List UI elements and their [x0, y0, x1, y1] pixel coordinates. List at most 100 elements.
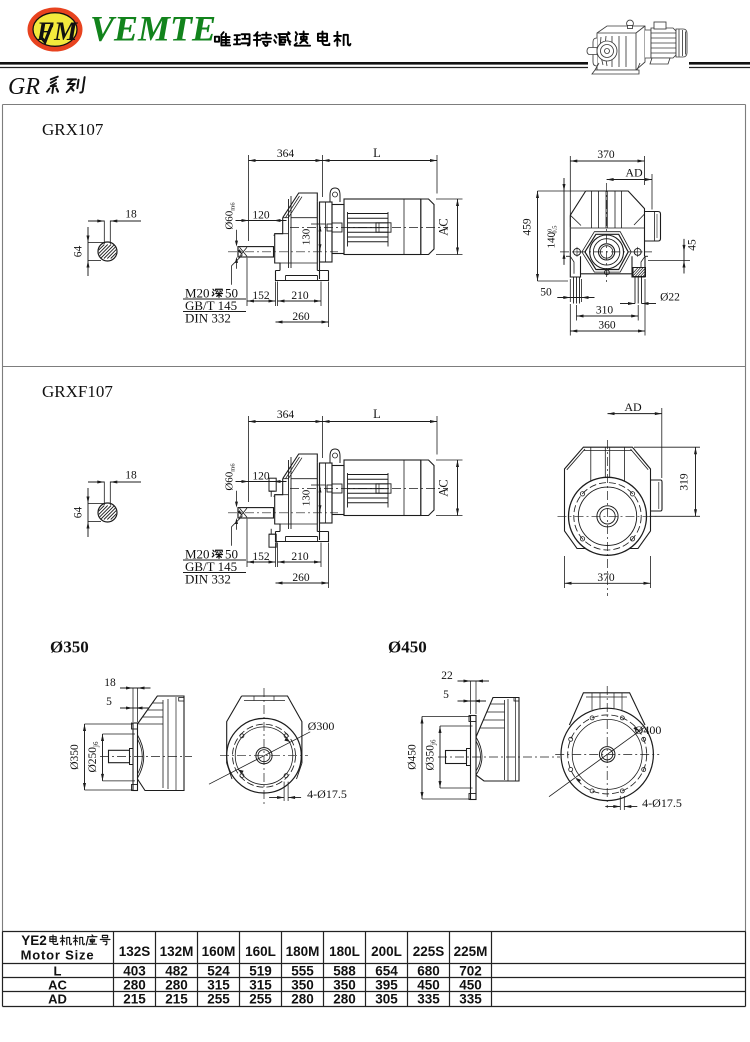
svg-text:280: 280 [333, 992, 356, 1007]
svg-text:L: L [373, 407, 381, 421]
svg-text:AD: AD [625, 166, 643, 180]
svg-text:4-Ø17.5: 4-Ø17.5 [307, 787, 347, 801]
svg-text:315: 315 [249, 978, 272, 993]
svg-text:180M: 180M [286, 944, 320, 959]
svg-text:GRX107: GRX107 [42, 120, 104, 139]
svg-text:18: 18 [125, 470, 137, 482]
svg-text:395: 395 [375, 978, 398, 993]
svg-text:305: 305 [375, 992, 398, 1007]
svg-text:260: 260 [292, 311, 310, 323]
svg-text:Ø350: Ø350 [50, 638, 89, 657]
svg-text:310: 310 [596, 305, 614, 317]
svg-text:364: 364 [277, 409, 295, 421]
svg-text:4-Ø17.5: 4-Ø17.5 [642, 796, 682, 810]
svg-text:18: 18 [125, 209, 137, 221]
svg-text:L: L [54, 964, 62, 979]
svg-text:Ø300: Ø300 [308, 719, 335, 733]
svg-text:DIN 332: DIN 332 [185, 572, 231, 587]
svg-text:5: 5 [106, 696, 112, 708]
svg-text:Ø350j6: Ø350j6 [425, 739, 438, 771]
svg-text:280: 280 [123, 978, 146, 993]
svg-text:450: 450 [417, 978, 440, 993]
svg-text:Ø450: Ø450 [388, 638, 427, 657]
svg-text:5: 5 [443, 689, 449, 701]
svg-text:255: 255 [249, 992, 272, 1007]
svg-text:200L: 200L [371, 944, 402, 959]
svg-text:364: 364 [277, 148, 295, 160]
svg-text:215: 215 [123, 992, 146, 1007]
svg-text:AD: AD [624, 400, 642, 414]
svg-text:L: L [373, 146, 381, 160]
svg-text:VEMTE: VEMTE [90, 9, 216, 49]
svg-text:370: 370 [597, 149, 615, 161]
svg-text:GR: GR [8, 74, 40, 100]
svg-text:160L: 160L [245, 944, 276, 959]
svg-text:120: 120 [252, 471, 270, 483]
svg-text:AC: AC [48, 978, 67, 993]
svg-text:225M: 225M [454, 944, 488, 959]
svg-text:225S: 225S [413, 944, 445, 959]
svg-text:315: 315 [207, 978, 230, 993]
svg-text:350: 350 [291, 978, 314, 993]
svg-text:64: 64 [73, 507, 85, 519]
svg-text:FM: FM [36, 17, 78, 46]
svg-text:50: 50 [225, 286, 238, 301]
svg-text:335: 335 [459, 992, 482, 1007]
svg-text:AC: AC [437, 479, 451, 496]
svg-text:680: 680 [417, 964, 440, 979]
svg-text:Ø22: Ø22 [660, 292, 680, 304]
svg-text:210: 210 [291, 290, 309, 302]
svg-text:482: 482 [165, 964, 188, 979]
svg-text:350: 350 [333, 978, 356, 993]
svg-text:319: 319 [679, 473, 691, 491]
svg-text:Ø250j6: Ø250j6 [87, 741, 100, 773]
svg-text:M20: M20 [185, 286, 210, 301]
svg-text:120: 120 [252, 210, 270, 222]
svg-text:280: 280 [291, 992, 314, 1007]
svg-text:1400-0.5: 1400-0.5 [546, 225, 559, 248]
svg-text:459: 459 [522, 218, 534, 236]
svg-text:GB/T 145: GB/T 145 [185, 298, 237, 313]
svg-text:M20: M20 [185, 547, 210, 562]
svg-text:50: 50 [225, 547, 238, 562]
svg-text:335: 335 [417, 992, 440, 1007]
svg-text:64: 64 [73, 246, 85, 258]
svg-text:152: 152 [252, 290, 270, 302]
svg-text:180L: 180L [329, 944, 360, 959]
svg-text:132S: 132S [119, 944, 151, 959]
svg-text:403: 403 [123, 964, 146, 979]
svg-text:280: 280 [165, 978, 188, 993]
svg-text:519: 519 [249, 964, 272, 979]
svg-text:22: 22 [441, 670, 453, 682]
svg-text:132M: 132M [160, 944, 194, 959]
svg-text:Ø350: Ø350 [69, 744, 81, 770]
svg-text:Ø450: Ø450 [407, 744, 419, 770]
svg-text:654: 654 [375, 964, 398, 979]
svg-text:50: 50 [540, 287, 552, 299]
svg-text:130: 130 [301, 228, 313, 245]
svg-text:450: 450 [459, 978, 482, 993]
svg-text:588: 588 [333, 964, 356, 979]
svg-text:370: 370 [597, 572, 615, 584]
svg-text:130: 130 [301, 489, 313, 506]
svg-text:702: 702 [459, 964, 482, 979]
svg-text:555: 555 [291, 964, 314, 979]
svg-text:AD: AD [48, 992, 67, 1007]
svg-text:GB/T 145: GB/T 145 [185, 559, 237, 574]
svg-text:360: 360 [598, 320, 616, 332]
svg-text:Motor Size: Motor Size [21, 948, 95, 963]
svg-text:524: 524 [207, 964, 230, 979]
svg-text:18: 18 [104, 677, 116, 689]
svg-text:160M: 160M [202, 944, 236, 959]
svg-text:45: 45 [687, 239, 699, 251]
svg-text:260: 260 [292, 572, 310, 584]
svg-text:255: 255 [207, 992, 230, 1007]
svg-text:210: 210 [291, 551, 309, 563]
svg-text:DIN 332: DIN 332 [185, 311, 231, 326]
svg-text:215: 215 [165, 992, 188, 1007]
svg-text:GRXF107: GRXF107 [42, 382, 113, 401]
svg-text:YE2: YE2 [21, 933, 47, 948]
svg-text:Ø400: Ø400 [635, 723, 662, 737]
svg-text:AC: AC [437, 218, 451, 235]
svg-text:152: 152 [252, 551, 270, 563]
